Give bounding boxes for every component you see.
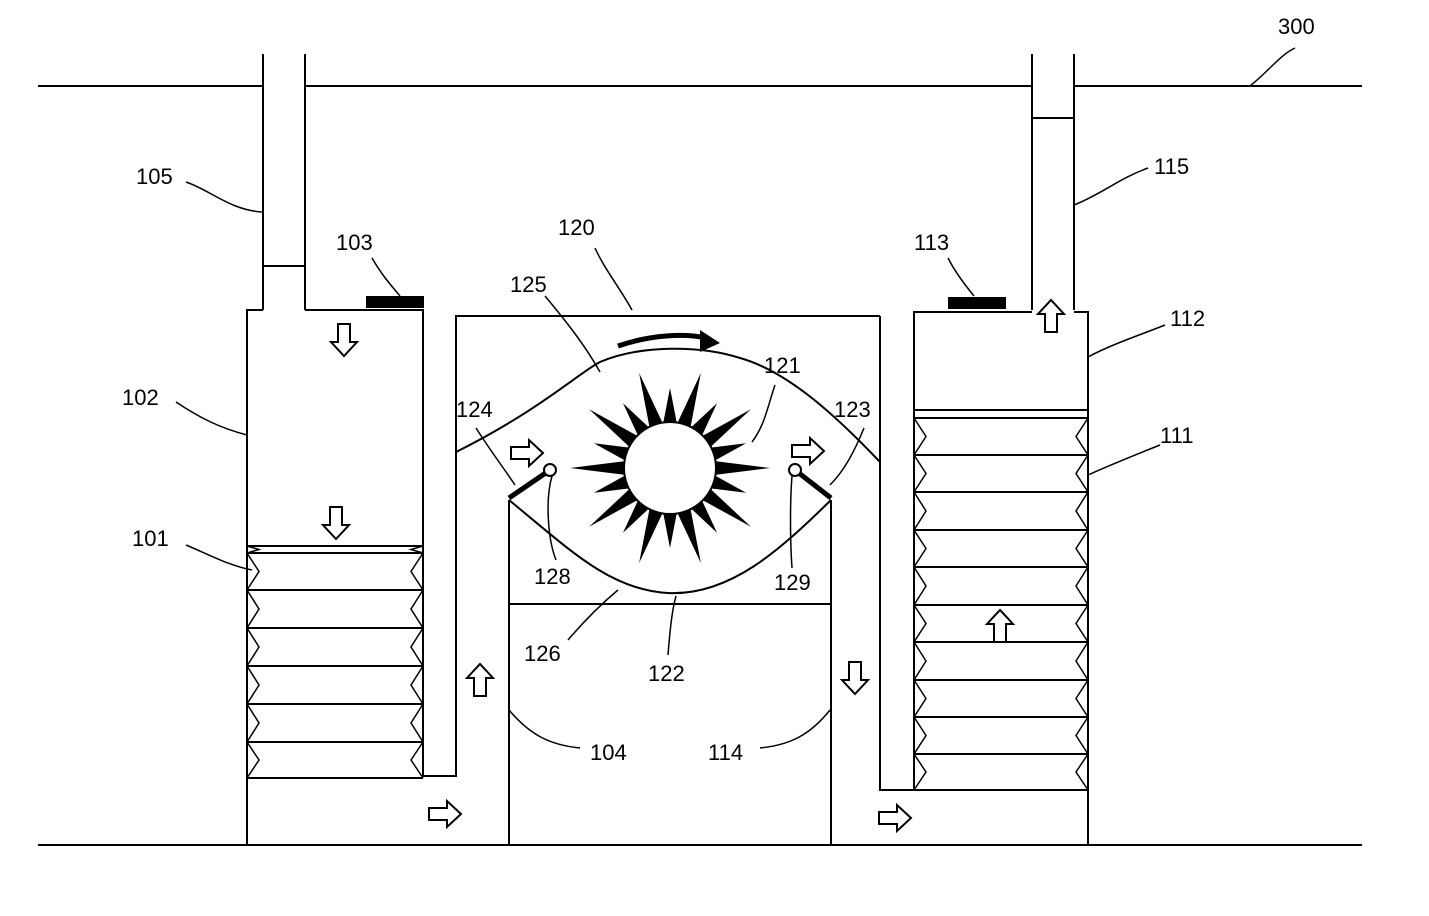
- flow-arrow-right: [511, 440, 543, 466]
- right-fin-stack: [914, 418, 1088, 790]
- right-fin-cell: [914, 642, 1088, 680]
- rotor: [570, 373, 770, 563]
- flow-arrow-right: [792, 438, 824, 464]
- rotor-blade: [570, 461, 626, 475]
- label-123: 123: [834, 397, 871, 422]
- right-chamber: [880, 312, 1088, 845]
- flow-arrow-right: [429, 801, 461, 827]
- flow-arrow-up: [987, 610, 1013, 642]
- flow-arrow-down: [323, 507, 349, 539]
- sensor-113: [948, 297, 1006, 309]
- left-fin-cell: [247, 742, 423, 778]
- label-112: 112: [1170, 306, 1205, 331]
- right-fin-cell: [914, 492, 1088, 530]
- label-114: 114: [708, 740, 743, 765]
- rotor-blade: [677, 373, 701, 428]
- label-101: 101: [132, 526, 169, 551]
- label-105: 105: [136, 164, 173, 189]
- right-fin-cell: [914, 418, 1088, 455]
- rotor-blade: [639, 508, 663, 563]
- flow-arrow-down: [331, 324, 357, 356]
- sensor-103: [366, 296, 424, 308]
- label-129: 129: [774, 570, 811, 595]
- rotor-blade: [639, 373, 663, 428]
- left-fin-cell: [247, 546, 423, 553]
- label-104: 104: [590, 740, 627, 765]
- right-fin-cell: [914, 567, 1088, 605]
- right-fin-cell: [914, 455, 1088, 492]
- left-fin-cell: [247, 628, 423, 666]
- right-fin-cell: [914, 530, 1088, 567]
- flow-arrow-up: [467, 664, 493, 696]
- left-fin-stack: [247, 546, 423, 778]
- right-outlet-pipe: [1032, 54, 1074, 312]
- left-fin-cell: [247, 666, 423, 704]
- rotor-blade: [714, 461, 770, 475]
- leader-lines: [176, 48, 1295, 748]
- left-inlet-pipe: [263, 54, 305, 312]
- label-126: 126: [524, 641, 561, 666]
- label-113: 113: [914, 230, 949, 255]
- pivot-129: [789, 464, 801, 476]
- rotor-blade: [663, 388, 677, 424]
- center-housing: [456, 316, 880, 845]
- flow-arrow-down: [842, 662, 868, 694]
- rotor-blade: [677, 508, 701, 563]
- rotor-hub: [624, 422, 716, 514]
- label-125: 125: [510, 272, 547, 297]
- pivot-128: [544, 464, 556, 476]
- left-fin-cell: [247, 590, 423, 628]
- label-122: 122: [648, 661, 685, 686]
- label-102: 102: [122, 385, 159, 410]
- label-124: 124: [456, 397, 493, 422]
- right-fin-cell: [914, 717, 1088, 754]
- label-115: 115: [1154, 154, 1189, 179]
- label-103: 103: [336, 230, 373, 255]
- left-fin-cell: [247, 553, 423, 590]
- right-fin-cell: [914, 680, 1088, 717]
- rotor-blade: [663, 512, 677, 548]
- label-300: 300: [1278, 14, 1315, 39]
- flow-arrow-right: [879, 805, 911, 831]
- label-121: 121: [764, 353, 801, 378]
- left-fin-cell: [247, 704, 423, 742]
- right-fin-cell: [914, 754, 1088, 790]
- label-120: 120: [558, 215, 595, 240]
- label-111: 111: [1160, 423, 1193, 448]
- label-128: 128: [534, 564, 571, 589]
